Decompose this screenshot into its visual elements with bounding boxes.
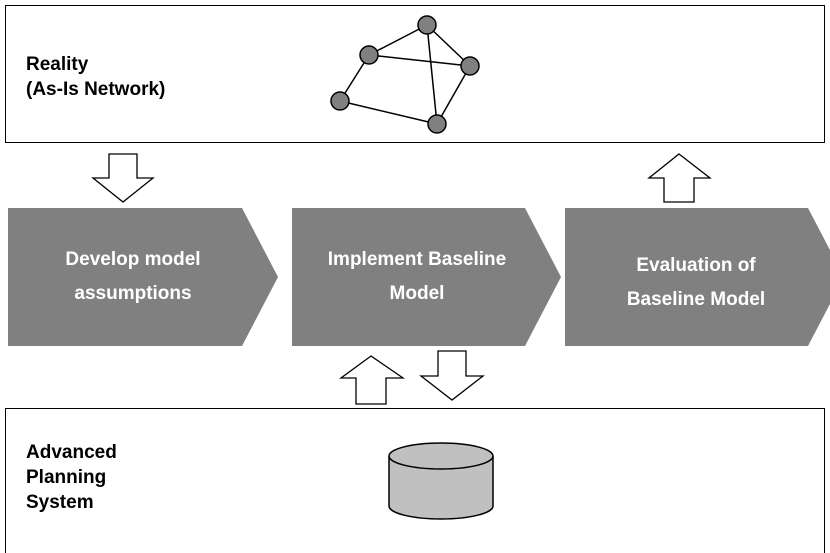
step-evaluate-line-2: Baseline Model: [626, 289, 766, 310]
network-node: [330, 91, 350, 111]
network-edge: [426, 24, 438, 125]
network-edge: [436, 65, 471, 125]
step-implement-label: Implement Baseline Model: [292, 243, 542, 311]
arrow-up-icon: [647, 153, 712, 203]
step-evaluate-label: Evaluation of Baseline Model: [565, 249, 827, 317]
step-implement-line-2: Model: [389, 283, 445, 304]
network-node: [427, 114, 447, 134]
step-implement-chevron: [292, 208, 561, 346]
arrow-up-icon: [339, 355, 406, 405]
reality-box: Reality (As-Is Network): [5, 5, 825, 143]
database-cylinder-icon: [388, 442, 494, 520]
aps-label-line-3: System: [26, 492, 94, 513]
step-evaluate-line-1: Evaluation of: [636, 255, 756, 276]
step-develop-label: Develop model assumptions: [8, 243, 258, 311]
reality-subtitle: (As-Is Network): [26, 79, 166, 100]
step-develop-line-1: Develop model: [65, 249, 201, 270]
aps-label-line-1: Advanced: [26, 442, 117, 463]
step-implement-line-1: Implement Baseline: [327, 249, 507, 270]
network-edge: [368, 54, 471, 67]
reality-title: Reality: [26, 54, 89, 75]
step-develop-line-2: assumptions: [74, 283, 192, 304]
arrow-down-icon: [419, 350, 485, 401]
network-node: [460, 56, 480, 76]
network-edge: [426, 24, 471, 67]
network-node: [359, 45, 379, 65]
network-graph-icon: [330, 15, 480, 134]
step-evaluate-chevron: [565, 208, 830, 346]
network-edge: [339, 100, 438, 125]
aps-label-line-2: Planning: [26, 467, 107, 488]
network-edge: [368, 24, 428, 56]
arrow-down-icon: [91, 153, 155, 203]
network-node: [417, 15, 437, 35]
step-develop-chevron: [8, 208, 278, 346]
